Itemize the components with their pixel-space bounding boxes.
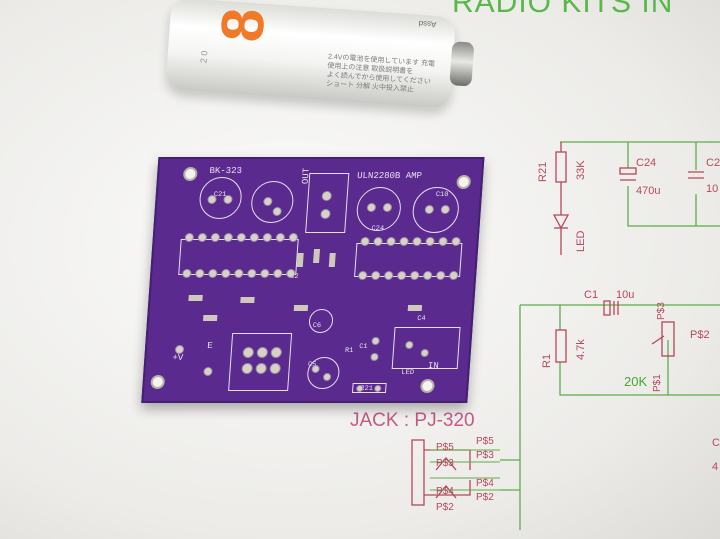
battery-brand-mark: 8 <box>208 10 278 44</box>
battery-label-fragment: Assd <box>418 18 437 29</box>
connector-pin-p3-left: P$3 <box>436 458 454 469</box>
schematic-label-4-7k: 4.7k <box>575 339 587 360</box>
pcb-amp-label: ULN2280B AMP <box>356 171 423 181</box>
jack-label: JACK : PJ-320 <box>350 410 475 431</box>
battery-fine-print: 2.4Vの電池を使用しています 充電 使用上の注意 取扱説明書を よく読んでから… <box>326 53 438 97</box>
schematic-label-20k: 20K <box>624 374 647 389</box>
connector-pin-p5-right: P$5 <box>476 436 494 447</box>
connector-pin-p5-left: P$5 <box>436 442 454 453</box>
smd-component <box>407 305 423 311</box>
schematic-label-10u: 10u <box>616 289 634 301</box>
schematic-label-c2: C2 <box>706 157 720 169</box>
pcb-power-label: +V <box>172 353 184 363</box>
schematic-label-r21: R21 <box>537 162 549 182</box>
pcb-c1-label: C1 <box>358 343 368 351</box>
battery-positive-terminal <box>449 41 475 87</box>
smd-component <box>296 253 304 267</box>
pcb-model-label: BK-323 <box>209 166 243 176</box>
schematic-label-4-fragment: 4 <box>712 461 718 473</box>
pcb-r1-label: R1 <box>344 347 354 355</box>
connector-pin-p4-left: P$4 <box>436 486 454 497</box>
smd-component <box>202 315 218 321</box>
schematic-label-10: 10 <box>706 183 718 195</box>
schematic-label-p3: P$3 <box>656 302 667 320</box>
header-outline <box>228 333 293 391</box>
connector-pin-p2-left: P$2 <box>436 502 454 513</box>
schematic-label-c-fragment: C <box>712 437 720 449</box>
pcb-led-label: LED <box>401 369 415 377</box>
connector-pin-p3-right: P$3 <box>476 450 494 461</box>
smd-component <box>240 297 255 303</box>
smd-component <box>313 249 321 263</box>
battery-size-fragment: 2 0 <box>198 50 210 64</box>
schematic-title: RADIO KITS IN <box>452 0 674 19</box>
schematic-label-470u: 470u <box>636 185 660 197</box>
schematic-label-led: LED <box>575 231 587 252</box>
schematic-label-33k: 33K <box>575 160 587 180</box>
pcb-c4-label: C4 <box>416 315 426 323</box>
output-connector-outline <box>305 173 350 233</box>
schematic-label-c24: C24 <box>636 157 656 169</box>
schematic-label-c1: C1 <box>584 289 598 301</box>
schematic-label-r1: R1 <box>541 354 553 368</box>
ic-outline-right <box>354 243 463 277</box>
pcb-ground-label: E <box>206 341 214 351</box>
smd-component <box>293 305 309 311</box>
connector-pin-p4-right: P$4 <box>476 478 494 489</box>
connector-pin-p2-right: P$2 <box>476 492 494 503</box>
pcb-board: BK-323 ULN2280B AMP OUT IN +V E C21 C24 … <box>141 157 485 403</box>
input-jack-outline <box>391 327 461 369</box>
schematic-label-p2: P$2 <box>690 329 710 341</box>
schematic-label-p1: P$1 <box>652 374 663 392</box>
smd-component <box>188 295 203 301</box>
smd-component <box>328 253 336 267</box>
